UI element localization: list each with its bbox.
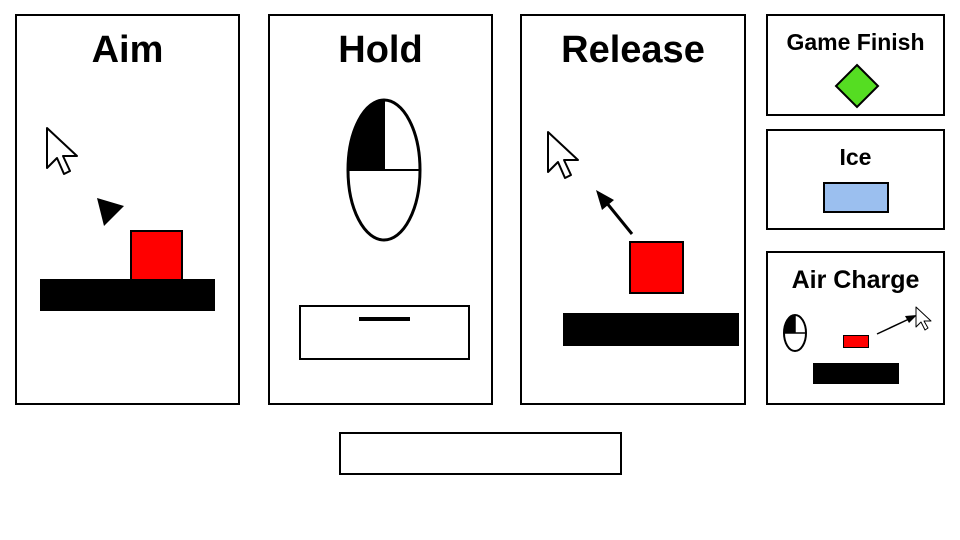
player-block <box>629 241 684 294</box>
aim-panel: Aim <box>15 14 240 405</box>
mouse-left-button-icon <box>783 314 807 352</box>
bottom-panel <box>339 432 622 475</box>
air-charge-panel-title: Air Charge <box>791 266 920 294</box>
power-meter-fill <box>359 317 410 321</box>
ground-platform <box>813 363 899 384</box>
ground-platform <box>40 279 215 311</box>
ice-panel: Ice <box>766 129 945 230</box>
release-panel-title: Release <box>561 29 705 71</box>
hold-panel-title: Hold <box>338 29 423 71</box>
mouse-pointer-icon <box>547 131 579 179</box>
triangle-direction-icon <box>97 198 124 226</box>
ground-platform <box>563 313 739 346</box>
aim-panel-title: Aim <box>91 29 164 71</box>
game-finish-panel-title: Game Finish <box>786 29 925 55</box>
release-panel: Release <box>520 14 746 405</box>
air-charge-panel: Air Charge <box>766 251 945 405</box>
arrow-icon <box>596 190 634 235</box>
player-block <box>843 335 869 348</box>
arrow-icon <box>876 315 917 335</box>
mouse-left-button-icon <box>346 98 422 242</box>
ice-block <box>823 182 889 213</box>
game-finish-panel: Game Finish <box>766 14 945 116</box>
power-meter <box>299 305 470 360</box>
hold-panel: Hold <box>268 14 493 405</box>
mouse-pointer-icon <box>915 306 932 331</box>
mouse-pointer-icon <box>46 127 78 175</box>
player-block <box>130 230 183 281</box>
diamond-icon <box>834 63 880 109</box>
ice-panel-title: Ice <box>839 144 872 170</box>
